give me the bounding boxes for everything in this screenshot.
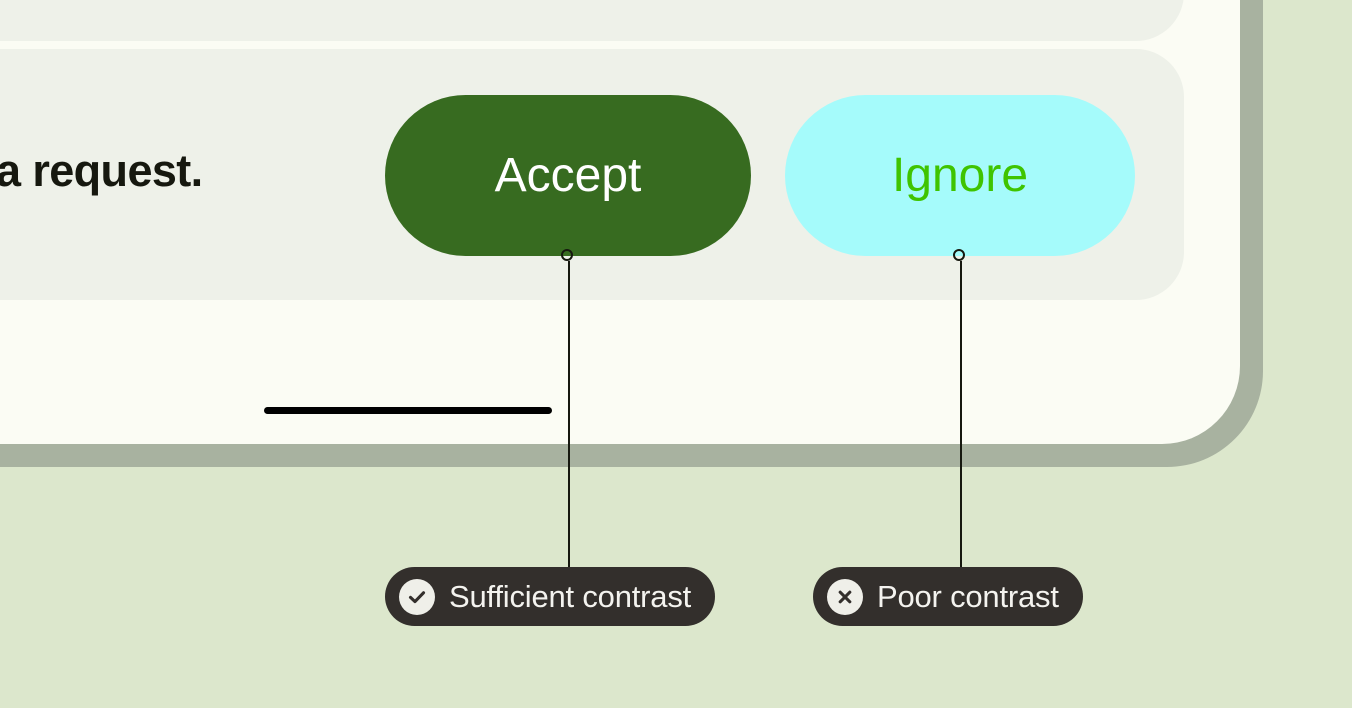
leader-dot-accept	[561, 249, 573, 261]
ignore-button[interactable]: Ignore	[785, 95, 1135, 256]
body-copy-text: a request.	[0, 145, 203, 196]
check-circle-icon	[399, 578, 435, 615]
annotation-chip-sufficient-contrast: Sufficient contrast	[385, 567, 716, 626]
home-indicator	[264, 407, 552, 414]
annotation-chip-poor-contrast: Poor contrast	[813, 567, 1083, 626]
accept-button[interactable]: Accept	[385, 95, 751, 256]
leader-stem-accept	[568, 261, 570, 579]
leader-stem-ignore	[960, 261, 962, 579]
leader-dot-ignore	[953, 249, 965, 261]
content-panel-top	[0, 0, 1184, 41]
x-circle-icon	[827, 578, 863, 615]
annotation-label-sufficient-contrast: Sufficient contrast	[449, 579, 692, 614]
annotation-label-poor-contrast: Poor contrast	[877, 579, 1059, 614]
